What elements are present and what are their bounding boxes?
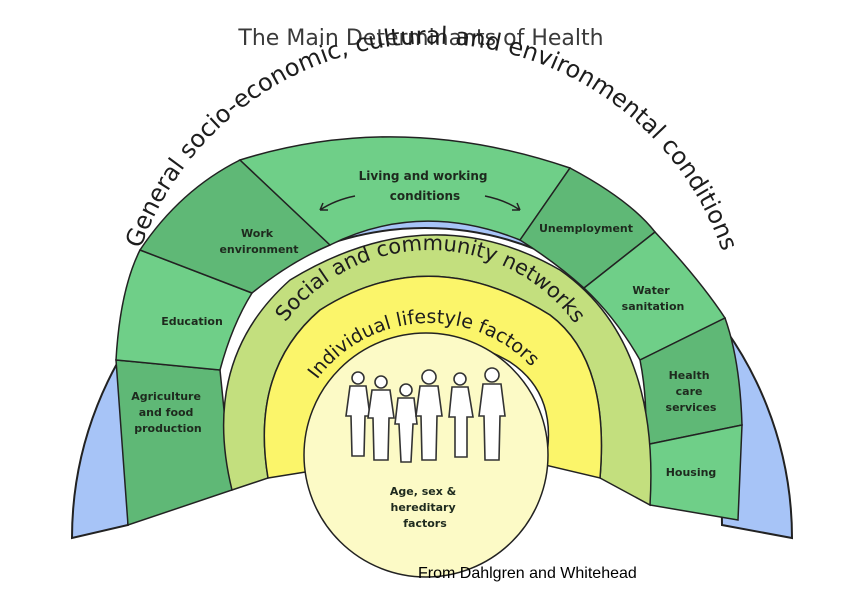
center-label: Age, sex & hereditary factors — [390, 485, 460, 530]
agriculture-label: Agriculture and food production — [131, 390, 205, 435]
health-label: Health care services — [666, 369, 717, 414]
water-label: Water sanitation — [622, 284, 685, 313]
page-title: The Main Determinants of Health — [238, 26, 604, 51]
living-label: Living and working conditions — [359, 169, 492, 203]
source-credit: From Dahlgren and Whitehead — [418, 565, 637, 582]
work-label: Work environment — [219, 227, 298, 256]
segment-agriculture — [115, 359, 233, 527]
segments-band — [115, 136, 743, 527]
unemployment-label: Unemployment — [539, 222, 633, 235]
housing-label: Housing — [666, 466, 717, 479]
people-silhouettes-icon — [345, 367, 506, 463]
education-label: Education — [161, 315, 223, 328]
arrows-icon — [319, 195, 521, 211]
